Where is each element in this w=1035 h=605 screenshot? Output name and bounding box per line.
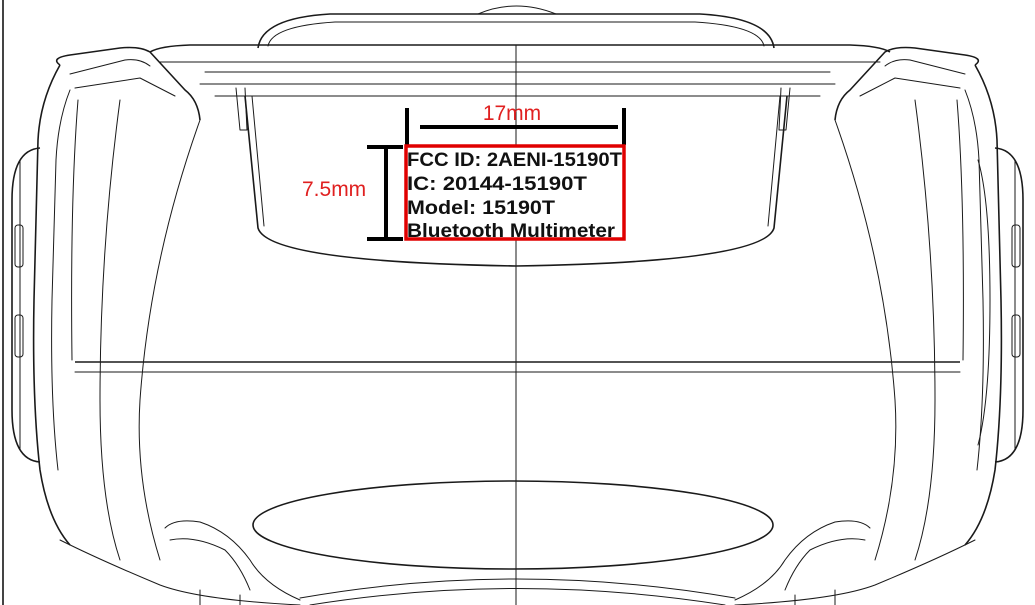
label-model: Model: 15190T [407, 197, 555, 219]
label-box-border [404, 144, 626, 241]
label-ic: IC: 20144-15190T [407, 173, 587, 195]
width-dimension: 17mm [405, 102, 626, 145]
label-box: FCC ID: 2AENI-15190T IC: 20144-15190T Mo… [404, 144, 626, 242]
width-dimension-label: 17mm [483, 102, 541, 125]
label-fcc-id: FCC ID: 2AENI-15190T [407, 149, 622, 171]
device-body [11, 5, 1024, 605]
height-dimension: 7.5mm [302, 145, 403, 241]
label-product-name: Bluetooth Multimeter [407, 220, 615, 242]
height-dimension-label: 7.5mm [302, 178, 366, 201]
